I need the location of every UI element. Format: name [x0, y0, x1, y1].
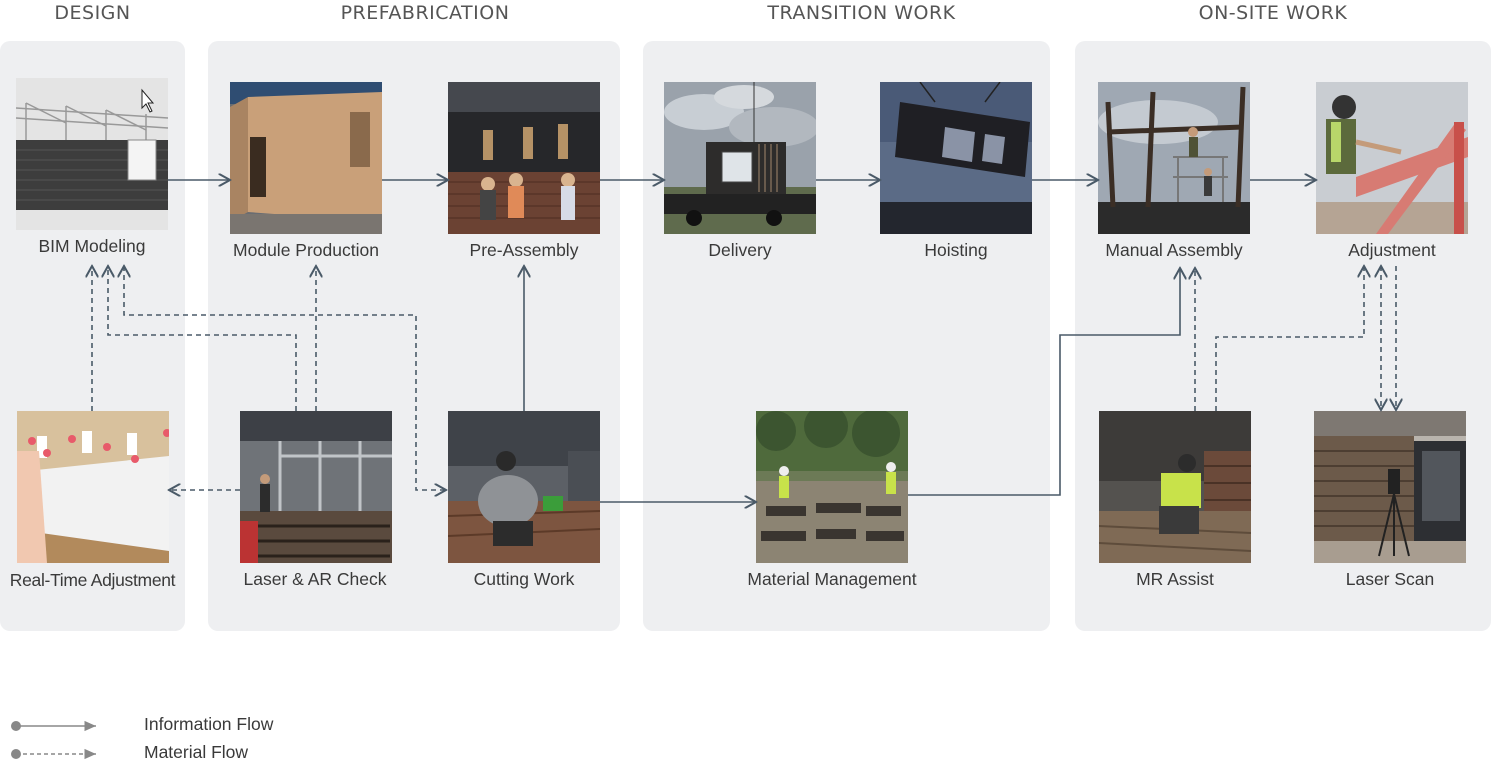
label-delivery: Delivery — [708, 240, 772, 260]
cutting-work-image — [448, 411, 600, 563]
material-management-image — [756, 411, 908, 563]
label-material-management: Material Management — [747, 569, 917, 589]
label-laser-ar-check: Laser & AR Check — [243, 569, 387, 589]
stage-title-onsite: ON-SITE WORK — [1198, 2, 1348, 24]
pre-assembly-image — [448, 82, 600, 234]
legend-material-flow: Material Flow — [144, 742, 249, 762]
hoisting-image — [880, 82, 1032, 234]
laser-scan-image — [1314, 411, 1466, 563]
module-production-image — [230, 82, 382, 234]
label-bim-modeling: BIM Modeling — [38, 236, 146, 256]
label-module-production: Module Production — [233, 240, 379, 260]
stage-title-transition: TRANSITION WORK — [767, 2, 956, 24]
label-cutting-work: Cutting Work — [473, 569, 575, 589]
delivery-image — [664, 82, 816, 234]
mr-assist-image — [1099, 411, 1251, 563]
label-mr-assist: MR Assist — [1136, 569, 1214, 589]
label-pre-assembly: Pre-Assembly — [469, 240, 579, 260]
label-laser-scan: Laser Scan — [1345, 569, 1435, 589]
legend-information-flow: Information Flow — [144, 714, 274, 734]
manual-assembly-image — [1098, 82, 1250, 234]
label-manual-assembly: Manual Assembly — [1105, 240, 1243, 260]
laser-ar-check-image — [240, 411, 392, 563]
label-hoisting: Hoisting — [924, 240, 988, 260]
stage-title-prefabrication: PREFABRICATION — [340, 2, 510, 24]
label-real-time-adjustment: Real-Time Adjustment — [9, 570, 176, 590]
label-adjustment: Adjustment — [1348, 240, 1436, 260]
legend-information-flow-line — [11, 720, 96, 732]
legend-material-flow-line — [11, 748, 96, 760]
adjustment-image — [1316, 82, 1468, 234]
bim-modeling-image — [16, 78, 168, 230]
stage-title-design: DESIGN — [54, 2, 131, 24]
real-time-adjustment-image — [17, 411, 169, 563]
